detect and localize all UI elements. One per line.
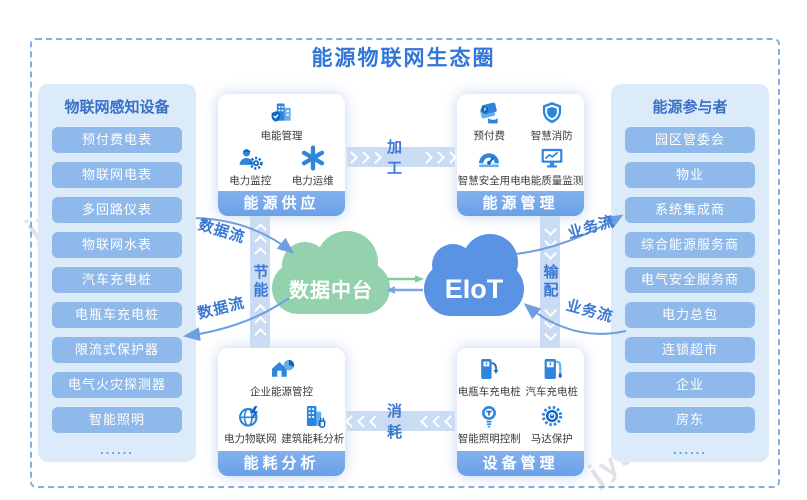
energy-management-box: 预付费 智慧消防 智慧安全用电 [457,94,584,216]
dashed-border [30,38,780,488]
list-item: 系统集成商 [625,197,755,223]
box-item: 汽车充电桩 [521,356,584,399]
monitor-chart-icon [541,148,563,168]
energy-supply-title: 能源供应 [218,191,345,216]
process-label: 加工 [387,139,405,177]
energy-save-label: 节能 [251,264,269,300]
energy-analysis-box: 企业能源管控 电力物联网 [218,348,345,476]
energy-participants-panel: 能源参与者 园区管委会 物业 系统集成商 综合能源服务商 电气安全服务商 电力总… [611,84,769,462]
house-pie-icon [271,360,294,378]
consume-flow-band: 消耗 [345,403,457,441]
list-item: 综合能源服务商 [625,232,755,258]
energy-save-band: 节能 [250,216,270,348]
box-item-label: 电能管理 [260,130,303,143]
box-item: 电能质量监测 [520,145,584,188]
car-charger-icon [544,359,562,380]
gauge-icon [479,152,500,167]
list-item: 电气火灾探测器 [52,372,182,398]
list-item: 电力总包 [625,302,755,328]
ellipsis: ...... [100,442,134,457]
data-platform-cloud: 数据中台 [272,231,390,314]
ellipsis: ...... [673,442,707,457]
box-item: 企业能源管控 [219,356,344,399]
box-item: 电瓶车充电桩 [458,356,521,399]
chevron-up-icon [253,247,267,260]
list-item: 物联网水表 [52,232,182,258]
box-item: 建筑能耗分析 [281,403,345,446]
chevron-up-icon [253,328,267,341]
building-shield-icon [271,103,291,122]
box-item-label: 智能照明控制 [457,432,521,445]
box-item-label: 智慧消防 [530,130,573,143]
chevron-left-icon [444,414,457,428]
list-item: 汽车充电桩 [52,267,182,293]
left-panel-title: 物联网感知设备 [64,99,170,116]
list-item: 物联网电表 [52,162,182,188]
box-item: 智慧安全用电 [458,145,521,188]
box-item-label: 电力物联网 [224,432,277,445]
building-plug-icon [306,405,326,428]
chevron-right-icon [369,150,382,164]
box-item-label: 电能质量监测 [520,174,584,187]
globe-bolt-icon [239,405,259,427]
iot-sensing-devices-panel: 物联网感知设备 预付费电表 物联网电表 多回路仪表 物联网水表 汽车充电桩 电瓶… [38,84,196,462]
asterisk-icon [301,145,324,171]
device-management-title: 设备管理 [457,451,584,476]
distribute-label: 输配 [541,264,559,300]
shield-icon [542,102,561,124]
box-item: 预付费 [458,100,521,143]
box-item: 智慧消防 [521,100,584,143]
bulb-icon [482,405,497,428]
page-title: 能源物联网生态圈 [311,47,496,70]
box-item-label: 电力运维 [291,174,334,187]
list-item: 物业 [625,162,755,188]
worker-gear-icon [239,148,263,170]
box-item-label: 智慧安全用电 [457,174,521,187]
eiot-cloud: EIoT [424,234,524,316]
process-flow-band: 加工 [345,139,457,177]
box-item-label: 建筑能耗分析 [281,432,345,445]
right-panel-title: 能源参与者 [652,99,728,116]
list-item: 连锁超市 [625,337,755,363]
box-item: 电能管理 [219,100,344,143]
list-item: 智能照明 [52,407,182,433]
box-item: 电力监控 [219,145,282,188]
box-item-label: 电力监控 [229,174,272,187]
box-item: 马达保护 [521,403,584,446]
list-item: 园区管委会 [625,127,755,153]
box-item-label: 预付费 [473,130,506,143]
energy-management-title: 能源管理 [457,191,584,216]
motor-gear-icon [541,405,562,426]
data-platform-label: 数据中台 [289,279,373,302]
list-item: 电气安全服务商 [625,267,755,293]
distribute-band: 输配 [540,216,560,348]
chevron-down-icon [543,247,557,260]
cloud-exchange-arrows-icon [386,275,424,294]
ebike-charger-icon [481,359,499,380]
consume-label: 消耗 [387,403,405,441]
list-item: 房东 [625,407,755,433]
box-item: 电力物联网 [219,403,282,446]
chevron-right-icon [444,150,457,164]
chevron-left-icon [369,414,382,428]
list-item: 多回路仪表 [52,197,182,223]
box-item: 智能照明控制 [458,403,521,446]
energy-analysis-title: 能耗分析 [218,451,345,476]
box-item-label: 汽车充电桩 [525,386,579,399]
list-item: 限流式保护器 [52,337,182,363]
list-item: 预付费电表 [52,127,182,153]
box-item-label: 企业能源管控 [250,386,313,399]
list-item: 企业 [625,372,755,398]
energy-supply-box: 电能管理 电力监控 电力运维 [218,94,345,216]
device-management-box: 电瓶车充电桩 汽车充电桩 [457,348,584,476]
list-item: 电瓶车充电桩 [52,302,182,328]
eiot-label: EIoT [444,273,504,304]
box-item: 电力运维 [282,145,345,188]
chevron-down-icon [543,328,557,341]
box-item-label: 马达保护 [530,432,573,445]
prepaid-card-icon [480,102,498,124]
box-item-label: 电瓶车充电桩 [457,386,521,399]
